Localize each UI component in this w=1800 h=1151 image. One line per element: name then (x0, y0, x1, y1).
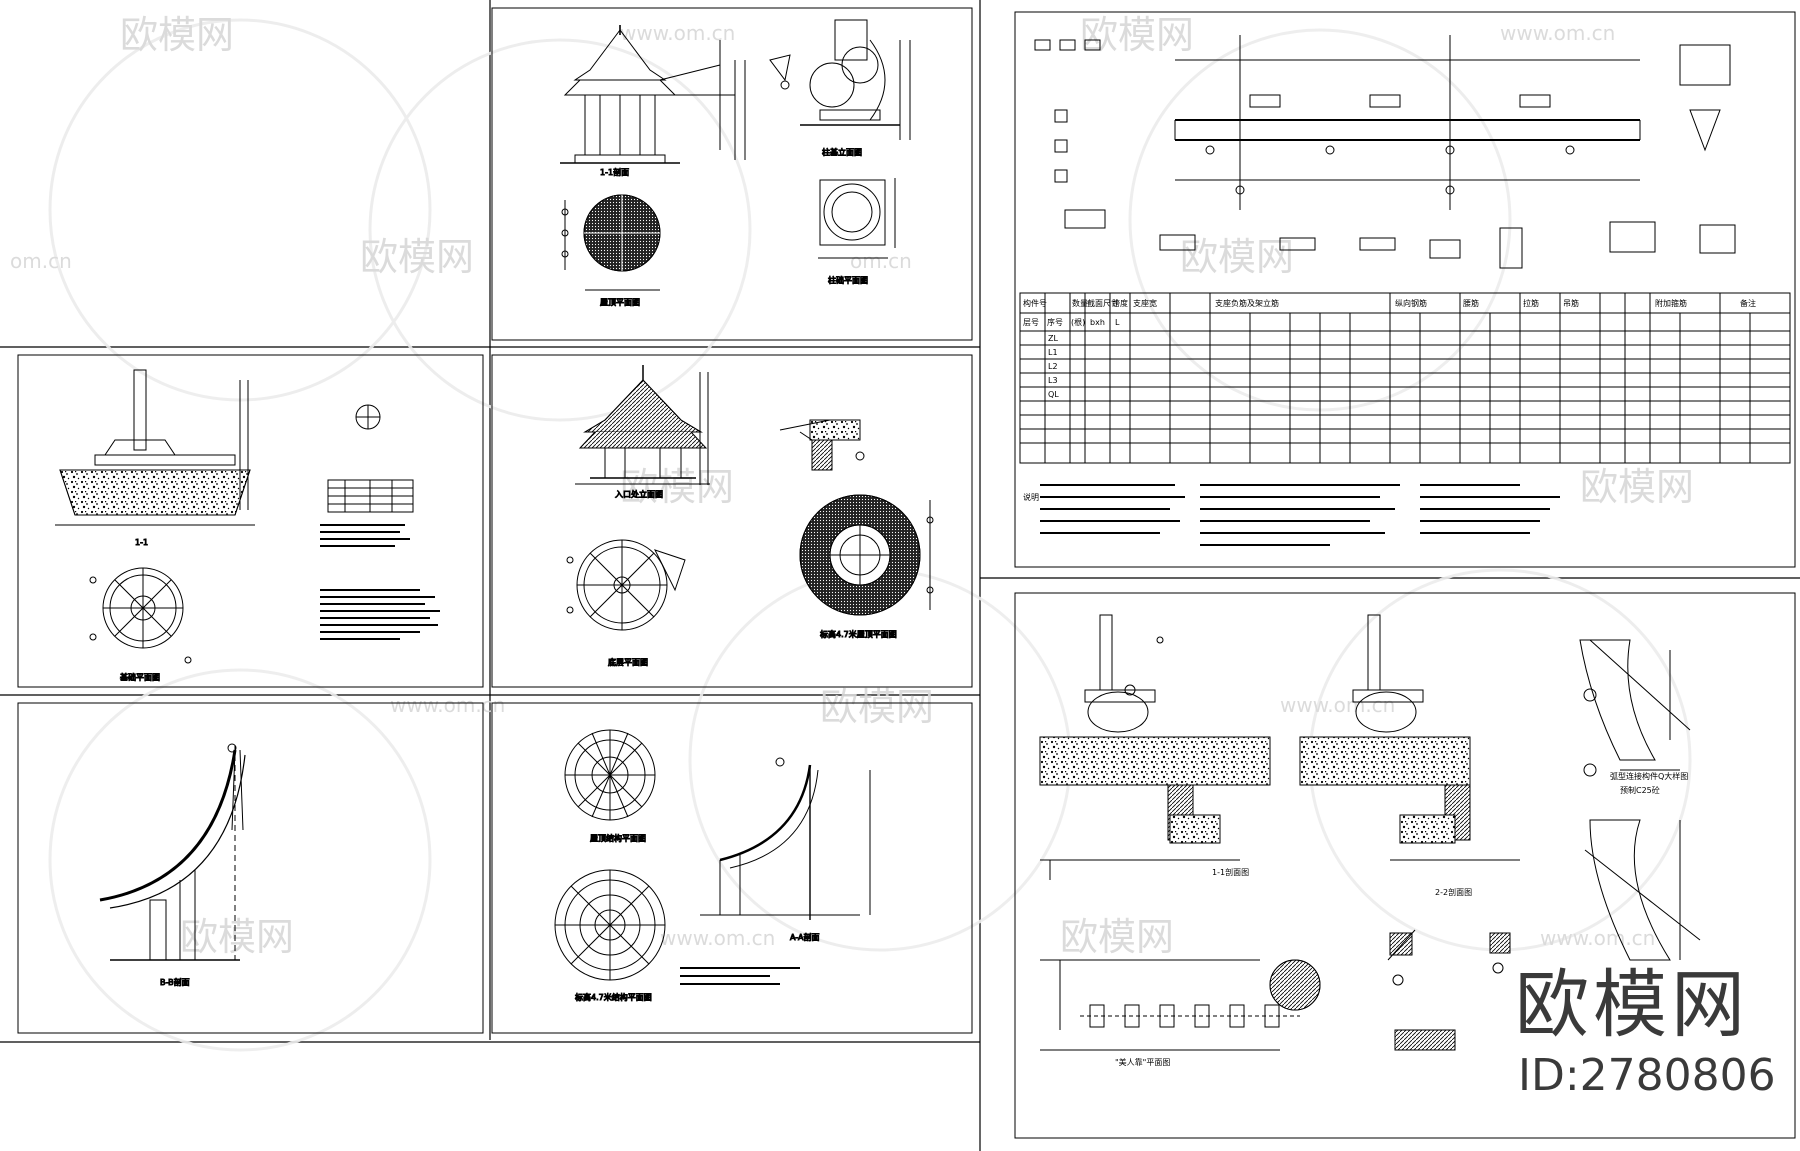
table-subhead: bxh (1090, 318, 1105, 327)
panel5-section-title: A-A剖面 (790, 932, 819, 942)
foundation-plan-circle: 基础平面图 (89, 567, 192, 683)
table-header-long-bars: 纵向钢筋 (1395, 298, 1427, 308)
panel1-small-title: 柱基立面图 (822, 147, 862, 157)
watermark-brand: 欧模网 (620, 465, 734, 509)
structure-plan-47: 标高4.7米结构平面图 (554, 869, 666, 1003)
panel1-plan-title: 屋顶平面图 (600, 298, 640, 307)
table-header-hanger: 吊筋 (1563, 298, 1579, 308)
watermark-domain: www.om.cn (620, 21, 735, 45)
small-details (1387, 929, 1511, 1051)
watermark-domain: www.om.cn (660, 926, 775, 950)
roof-plan-circle: 屋顶平面图 (561, 194, 661, 308)
table-subhead: L (1115, 318, 1120, 327)
notes-label: 说明 (1023, 492, 1039, 502)
panel-bench-details: 1-1剖面图 2-2剖面图 弧型连接构件Q大样图 预制C25砼 (1014, 592, 1796, 1139)
panel-entrance-elevation: 入口处立面图 底层平面图 (491, 354, 973, 688)
connector-detail-note: 预制C25砼 (1620, 785, 1660, 795)
watermark-domain: www.om.cn (1280, 693, 1395, 717)
aa-section-drawing: A-A剖面 (700, 757, 871, 943)
section-2-2: 2-2剖面图 (1299, 614, 1520, 897)
table-row-id: L3 (1048, 376, 1058, 385)
panel1-plan2-title: 柱础平面图 (828, 275, 868, 285)
panel-foundation: 1-1 基础平面图 (17, 354, 484, 688)
watermark-brand: 欧模网 (1580, 465, 1694, 509)
schedule-notes: 说明 (1023, 484, 1560, 546)
logo-brand-text: 欧模网 (1515, 962, 1749, 1048)
panel5-plan-title: 屋顶结构平面图 (590, 833, 646, 843)
watermark-domain: www.om.cn (1500, 21, 1615, 45)
bench-plan-title: "美人靠"平面图 (1115, 1057, 1170, 1067)
panel3-plan2-title: 标高4.7米屋顶平面图 (820, 629, 897, 639)
entrance-elevation-drawing: 入口处立面图 (575, 365, 710, 500)
step-detail-drawing (779, 419, 865, 471)
section-1-1: 1-1剖面图 (1039, 614, 1271, 880)
roof-structure-plan: 屋顶结构平面图 (564, 729, 656, 844)
table-row-id: L2 (1048, 362, 1058, 371)
panel3-title: 入口处立面图 (615, 489, 663, 499)
table-header-section: 截面尺寸 (1087, 298, 1119, 308)
table-header-waist: 腰筋 (1463, 298, 1479, 308)
section-details-left (1034, 39, 1106, 229)
table-subhead: 序号 (1047, 317, 1063, 327)
watermark-domain: om.cn (10, 249, 72, 273)
table-subhead: (根) (1071, 317, 1085, 327)
table-header-extra: 附加箍筋 (1655, 298, 1687, 308)
panel2-title: 1-1 (135, 538, 148, 547)
logo-id-text: ID:2780806 (1518, 1050, 1776, 1101)
beam-schedule-table: 构件号 数量 截面尺寸 跨度 支座宽 支座负筋及架立筋 纵向钢筋 腰筋 拉筋 吊… (1019, 292, 1791, 464)
table-header-tie: 拉筋 (1523, 298, 1539, 308)
column-base-plan: 柱础平面图 (818, 178, 896, 286)
watermark-domain: www.om.cn (390, 693, 505, 717)
panel-bb-section: B-B剖面 (17, 702, 484, 1034)
watermark-brand: 欧模网 (180, 915, 294, 959)
table-header-span: 跨度 (1112, 298, 1128, 308)
watermark-brand: 欧模网 (120, 13, 234, 57)
watermark-brand: 欧模网 (360, 235, 474, 279)
table-header-member: 构件号 (1023, 298, 1047, 308)
table-subhead: 层号 (1023, 318, 1039, 327)
panel2-plan-title: 基础平面图 (120, 672, 160, 682)
table-row-id: ZL (1048, 334, 1058, 343)
section-details-bottom (1159, 44, 1736, 269)
panel3-plan-title: 底层平面图 (608, 657, 648, 667)
section-2-2-title: 2-2剖面图 (1435, 887, 1472, 897)
watermark-domain: www.om.cn (1540, 926, 1655, 950)
panel4-title: B-B剖面 (160, 977, 190, 987)
panel5-plan2-title: 标高4.7米结构平面图 (575, 992, 652, 1002)
foundation-section-drawing: 1-1 (55, 369, 255, 548)
table-header-neg-bars: 支座负筋及架立筋 (1215, 298, 1279, 308)
panel-pavilion-section: 1-1剖面 柱基立面图 屋顶平面图 (491, 7, 973, 341)
column-base-elevation: 柱基立面图 (769, 19, 911, 158)
section-1-1-title: 1-1剖面图 (1212, 867, 1249, 877)
continuous-beam-elevation (1174, 35, 1641, 210)
panel1-title: 1-1剖面 (600, 167, 629, 177)
notes-text-block (320, 524, 440, 640)
ground-floor-plan: 底层平面图 (566, 539, 686, 668)
panel5-notes (680, 967, 800, 985)
pavilion-elevation-drawing: 1-1剖面 (560, 25, 746, 178)
brand-logo-watermark: 欧模网 ID:2780806 (1515, 965, 1795, 1115)
roof-plan-47: 标高4.7米屋顶平面图 (799, 494, 934, 640)
panel-beam-schedule: 构件号 数量 截面尺寸 跨度 支座宽 支座负筋及架立筋 纵向钢筋 腰筋 拉筋 吊… (1014, 11, 1796, 568)
panel-roof-structure: 屋顶结构平面图 标高4.7米结构平面图 A-A剖面 (491, 702, 973, 1034)
watermark-brand: 欧模网 (820, 685, 934, 729)
table-header-remark: 备注 (1740, 298, 1756, 308)
table-header-count: 数量 (1072, 298, 1088, 308)
watermark-domain: om.cn (850, 249, 912, 273)
watermark-brand: 欧模网 (1060, 915, 1174, 959)
connector-detail-title: 弧型连接构件Q大样图 (1610, 771, 1688, 781)
rebar-table-small (327, 479, 414, 513)
table-header-support: 支座宽 (1133, 298, 1157, 308)
bb-section-curve: B-B剖面 (99, 743, 246, 988)
bench-plan: "美人靠"平面图 (1040, 959, 1321, 1067)
curved-connector-detail: 弧型连接构件Q大样图 预制C25砼 (1579, 639, 1701, 961)
small-detail-circle (355, 404, 381, 430)
table-row-id: QL (1048, 390, 1059, 399)
table-row-id: L1 (1048, 348, 1058, 357)
watermark-brand: 欧模网 (1180, 235, 1294, 279)
